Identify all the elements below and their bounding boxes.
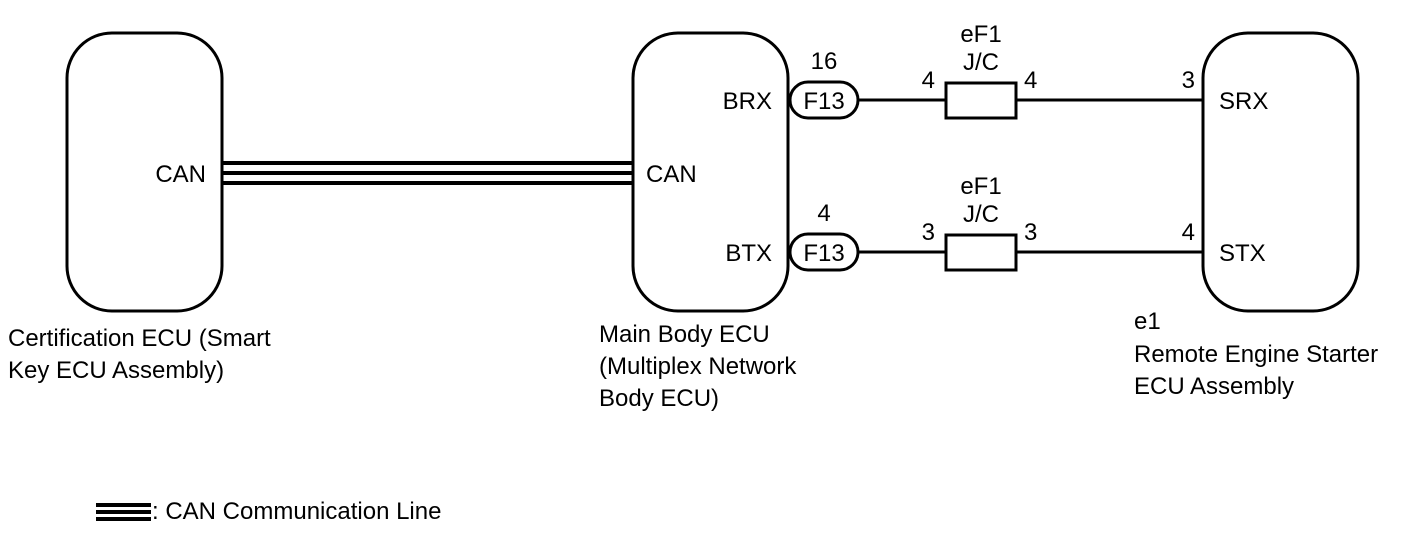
legend-can-symbol (96, 503, 151, 521)
junction-top-code: eF1 (960, 21, 1001, 48)
junction-bottom-code: eF1 (960, 173, 1001, 200)
main-port-btx: BTX (725, 240, 772, 267)
junction-top-pin-right: 4 (1024, 67, 1037, 94)
remote-ecu-label-2: ECU Assembly (1134, 373, 1294, 400)
junction-box-top (944, 81, 1018, 120)
junction-top-pin-left: 4 (922, 67, 935, 94)
main-port-brx: BRX (723, 88, 772, 115)
junction-top-type: J/C (963, 49, 999, 76)
connector-bottom-pin: 4 (817, 200, 830, 227)
remote-port-srx: SRX (1219, 88, 1268, 115)
connector-top-pin: 16 (811, 48, 838, 75)
main-ecu-label-3: Body ECU) (599, 385, 719, 412)
main-ecu-label-1: Main Body ECU (599, 321, 770, 348)
legend-label: : CAN Communication Line (152, 498, 441, 525)
cert-ecu-label-1: Certification ECU (Smart (8, 325, 271, 352)
remote-ecu-label-1: Remote Engine Starter (1134, 341, 1378, 368)
junction-box-bottom (944, 233, 1018, 272)
main-port-can: CAN (646, 161, 697, 188)
remote-pin-srx: 3 (1182, 67, 1195, 94)
remote-ecu-code: e1 (1134, 308, 1161, 335)
cert-port-can: CAN (155, 161, 206, 188)
remote-pin-stx: 4 (1182, 219, 1195, 246)
connector-f13-bottom (788, 232, 860, 272)
junction-bottom-pin-left: 3 (922, 219, 935, 246)
connector-bottom-code: F13 (803, 240, 844, 267)
remote-port-stx: STX (1219, 240, 1266, 267)
cert-ecu-label-2: Key ECU Assembly) (8, 357, 224, 384)
junction-bottom-pin-right: 3 (1024, 219, 1037, 246)
junction-bottom-type: J/C (963, 201, 999, 228)
remote-engine-starter-ecu-box (1201, 31, 1360, 313)
connector-top-code: F13 (803, 88, 844, 115)
can-communication-line (222, 161, 633, 185)
main-ecu-label-2: (Multiplex Network (599, 353, 797, 380)
connector-f13-top (788, 80, 860, 120)
